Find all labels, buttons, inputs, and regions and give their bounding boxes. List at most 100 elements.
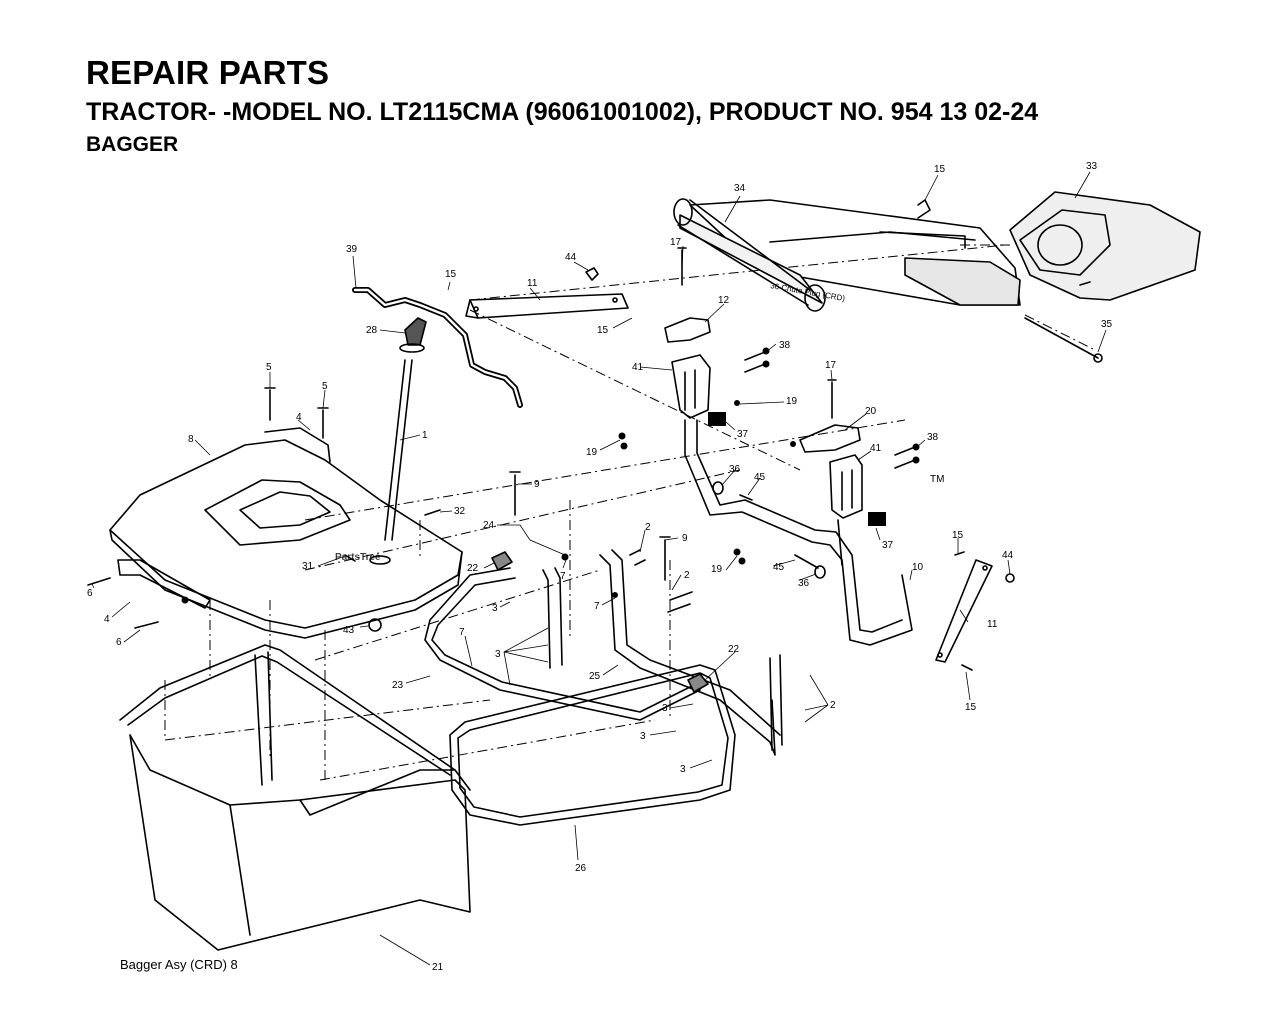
callout-25: 25 (589, 671, 601, 682)
callout-6: 6 (87, 588, 93, 599)
callout-5: 5 (322, 381, 328, 392)
handle-bar (352, 287, 523, 408)
plate-20 (799, 424, 861, 453)
callout-24: 24 (483, 520, 495, 531)
diagram-caption: Bagger Asy (CRD) 8 (120, 957, 238, 972)
page-title: REPAIR PARTS (86, 54, 330, 91)
frame-23 (424, 567, 701, 721)
assembly-lines (164, 244, 1096, 781)
pad-37-left (708, 412, 726, 426)
pad-37-right (868, 512, 886, 526)
cover-hinge (117, 559, 211, 609)
callout-15: 15 (597, 325, 609, 336)
clip-22-a (491, 551, 513, 571)
callout-31: 31 (302, 561, 314, 572)
callout-4: 4 (296, 412, 302, 423)
callout-37: 37 (882, 540, 894, 551)
bracket-right (935, 559, 993, 663)
callout-17: 17 (670, 237, 682, 248)
callout-10: 10 (912, 562, 924, 573)
callout-7: 7 (594, 601, 600, 612)
callout-34: 34 (734, 183, 746, 194)
callout-26: 26 (575, 863, 587, 874)
callout-23: 23 (392, 680, 404, 691)
callout-41: 41 (632, 362, 644, 373)
callout-15: 15 (965, 702, 977, 713)
spacer-36-b (814, 565, 826, 579)
fasteners (87, 347, 1015, 671)
callout-21: 21 (432, 962, 444, 973)
grip-and-rod (384, 317, 427, 541)
callout-19: 19 (786, 396, 798, 407)
callout-32: 32 (454, 506, 466, 517)
callout-3: 3 (680, 764, 686, 775)
callout-2: 2 (645, 522, 651, 533)
callout-1: 1 (422, 430, 428, 441)
callout-38: 38 (779, 340, 791, 351)
callout-44: 44 (565, 252, 577, 263)
callout-7: 7 (560, 571, 566, 582)
callout-2: 2 (830, 700, 836, 711)
section-title: BAGGER (86, 133, 179, 156)
callout-22: 22 (467, 563, 479, 574)
callout-3: 3 (662, 703, 668, 714)
callout-12: 12 (718, 295, 730, 306)
callout-11: 11 (527, 278, 538, 289)
bracket-top (465, 293, 629, 319)
callout-5: 5 (266, 362, 272, 373)
callout-11: 11 (987, 619, 998, 630)
watermark-tm: TM (930, 474, 944, 485)
callout-8: 8 (188, 434, 194, 445)
callout-19: 19 (711, 564, 723, 575)
callout-43: 43 (343, 625, 355, 636)
callout-numbers: 15 33 34 39 17 44 15 11 12 15 28 35 38 4… (87, 161, 1113, 973)
callout-37: 37 (737, 429, 749, 440)
callout-17: 17 (825, 360, 837, 371)
callout-38: 38 (927, 432, 939, 443)
bolt-45-b (794, 554, 819, 569)
callout-15: 15 (952, 530, 964, 541)
clip-12 (664, 317, 711, 343)
callout-41: 41 (870, 443, 882, 454)
bolt-top (585, 267, 599, 281)
callout-36: 36 (729, 464, 741, 475)
mount-frame (684, 419, 913, 646)
hairpin-clip-top (917, 199, 931, 219)
callout-3: 3 (640, 731, 646, 742)
spacer-36-a (712, 481, 724, 495)
callout-9: 9 (682, 533, 688, 544)
callout-44: 44 (1002, 550, 1014, 561)
callout-4: 4 (104, 614, 110, 625)
adapter-tube: 36 Chute Plug (CRD) (673, 198, 846, 312)
callout-2: 2 (684, 570, 690, 581)
pin-rod (1024, 317, 1099, 359)
callout-6: 6 (116, 637, 122, 648)
bolt-45-a (739, 494, 753, 501)
bag (119, 644, 471, 951)
callout-9: 9 (534, 479, 540, 490)
frame-26 (449, 664, 736, 826)
callout-45: 45 (754, 472, 766, 483)
callout-36: 36 (798, 578, 810, 589)
callout-3: 3 (492, 603, 498, 614)
bracket-41-right (829, 454, 863, 519)
callout-22: 22 (728, 644, 740, 655)
callout-39: 39 (346, 244, 358, 255)
chute-adapter (1009, 191, 1201, 301)
callout-7: 7 (459, 627, 465, 638)
callout-15: 15 (934, 164, 946, 175)
callout-3: 3 (495, 649, 501, 660)
callout-19: 19 (586, 447, 598, 458)
callout-35: 35 (1101, 319, 1113, 330)
callout-28: 28 (366, 325, 378, 336)
callout-15: 15 (445, 269, 457, 280)
clip-22-b (687, 673, 709, 693)
frame-25 (599, 549, 783, 756)
bolt-17-right (827, 379, 837, 419)
bagger-cover (109, 427, 463, 639)
bracket-41-left (671, 354, 711, 419)
leader-lines (91, 171, 1107, 966)
model-subtitle: TRACTOR- -MODEL NO. LT2115CMA (960610010… (86, 98, 1039, 126)
callout-20: 20 (865, 406, 877, 417)
